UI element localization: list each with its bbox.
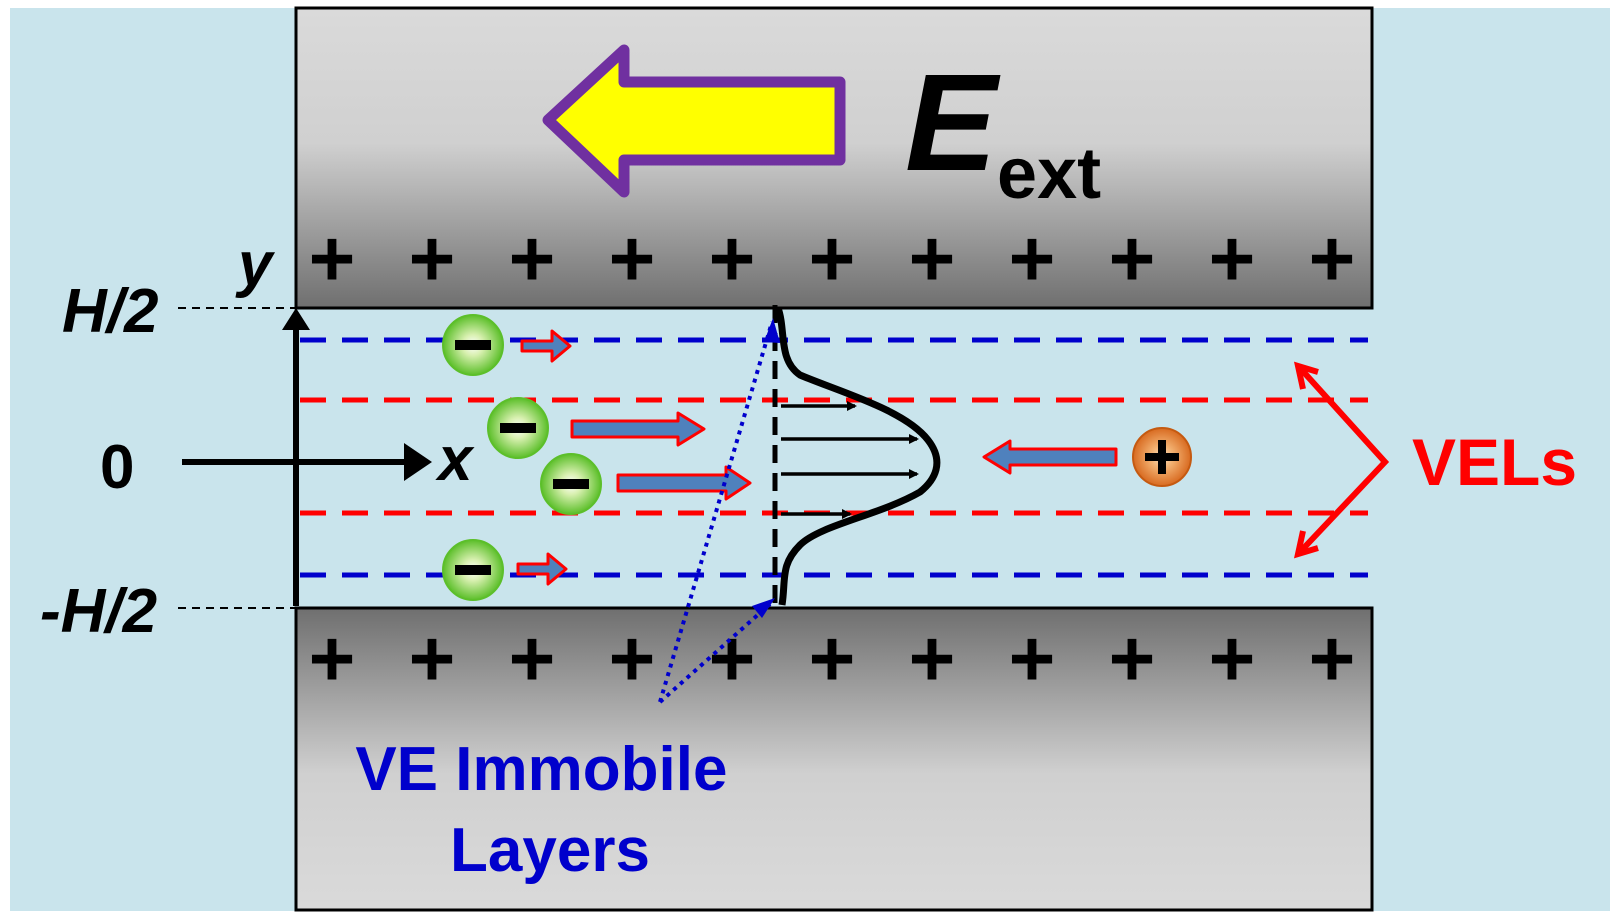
immobile-pointer-bottom-head xyxy=(752,598,775,618)
bottom-wall-charge-symbol: + xyxy=(1309,614,1356,703)
immobile-label: VE Immobile Layers xyxy=(355,735,744,885)
vels-pointer xyxy=(1297,365,1390,555)
bottom-wall-charge-symbol: + xyxy=(809,614,856,703)
origin-label: 0 xyxy=(100,433,134,502)
bottom-wall xyxy=(294,606,1374,912)
x-axis-arrowhead xyxy=(404,443,432,481)
immobile-pointer-top-head xyxy=(764,318,780,343)
ion-drift-arrow-2 xyxy=(570,411,706,447)
negative-ion-icon xyxy=(442,539,504,601)
ion-drift-arrow-1 xyxy=(520,329,572,363)
bottom-wall-charge-symbol: + xyxy=(1109,614,1156,703)
field-symbol: E xyxy=(905,46,1001,200)
top-boundary-label: H/2 xyxy=(62,277,158,346)
top-wall-charge-symbol: + xyxy=(509,214,556,303)
positive-ion-icon xyxy=(1132,427,1192,487)
bottom-boundary-label: -H/2 xyxy=(40,577,157,646)
bottom-wall-charge-symbol: + xyxy=(1009,614,1056,703)
bottom-wall-charge-symbol: + xyxy=(609,614,656,703)
top-wall-charge-symbol: + xyxy=(909,214,956,303)
field-direction-arrow-icon xyxy=(542,44,846,198)
top-wall-charge-symbol: + xyxy=(1209,214,1256,303)
bottom-wall-charge-symbol: + xyxy=(909,614,956,703)
field-label: Eext xyxy=(905,46,1101,214)
immobile-label-line2: Layers xyxy=(450,816,650,885)
y-axis-arrowhead xyxy=(282,308,310,330)
top-wall-charge-symbol: + xyxy=(609,214,656,303)
vels-pointer-head-bottom xyxy=(1293,530,1319,559)
negative-ion-icon xyxy=(540,453,602,515)
bottom-wall-charge-symbol: + xyxy=(309,614,356,703)
top-wall-charge-symbol: + xyxy=(1109,214,1156,303)
x-axis-label: x xyxy=(435,425,475,494)
negative-ion-icon xyxy=(442,314,504,376)
top-wall-charge-symbol: + xyxy=(809,214,856,303)
bottom-wall-charge-symbol: + xyxy=(1209,614,1256,703)
top-wall-charge-symbol: + xyxy=(1009,214,1056,303)
y-axis-label: y xyxy=(235,230,276,299)
ion-drift-arrow-5 xyxy=(982,439,1118,475)
vels-label: VELs xyxy=(1412,425,1577,499)
top-wall-charge-symbol: + xyxy=(709,214,756,303)
bottom-wall-charges: + + + + + + + + + + + xyxy=(309,614,1356,703)
immobile-label-line1: VE Immobile xyxy=(355,735,727,804)
bottom-wall-charge-symbol: + xyxy=(509,614,556,703)
velocity-profile-curve xyxy=(774,306,941,606)
bottom-wall-charge-symbol: + xyxy=(409,614,456,703)
top-wall-charges: + + + + + + + + + + + xyxy=(309,214,1356,303)
bottom-wall-charge-symbol: + xyxy=(709,614,756,703)
ion-drift-arrow-4 xyxy=(516,552,568,586)
immobile-pointer-bottom xyxy=(658,602,772,704)
vels-pointer-head-top xyxy=(1293,361,1319,390)
immobile-pointer-top xyxy=(658,321,774,703)
top-wall-charge-symbol: + xyxy=(1309,214,1356,303)
field-subscript: ext xyxy=(997,134,1101,214)
top-wall-charge-symbol: + xyxy=(309,214,356,303)
negative-ion-icon xyxy=(487,397,549,459)
top-wall-charge-symbol: + xyxy=(409,214,456,303)
